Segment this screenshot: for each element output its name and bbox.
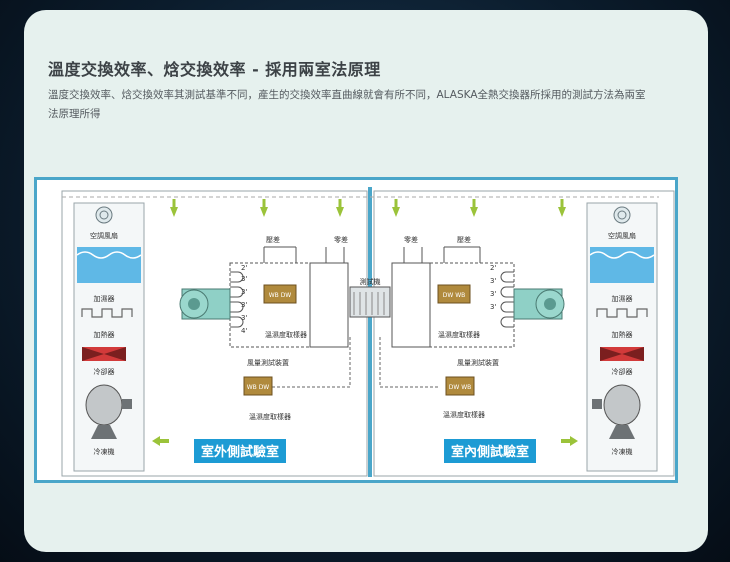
indoor-sampler-label-2: 溫濕度取樣器	[443, 410, 485, 419]
outdoor-hose	[268, 337, 351, 388]
outdoor-cooler-icon	[82, 347, 126, 361]
outdoor-humidifier-label: 加濕器	[94, 294, 115, 303]
outdoor-fan-icon	[95, 206, 113, 224]
outdoor-sampler-box	[243, 376, 273, 396]
outdoor-room-label-box	[194, 439, 286, 463]
test-unit	[349, 286, 391, 318]
svg-text:2': 2'	[490, 264, 496, 272]
indoor-fan-label: 空調風扇	[608, 231, 636, 240]
svg-text:3': 3'	[241, 314, 247, 322]
indoor-chiller-icon	[592, 384, 641, 439]
svg-text:3': 3'	[490, 303, 496, 311]
indoor-room-label-box	[444, 439, 536, 463]
outdoor-room-label: 室外側試驗室	[201, 444, 279, 460]
two-room-diagram: 空調風扇 加濕器 加熱器 冷卻器 冷凍機 空調風扇 加濕器 加熱器 冷卻器 冷凍…	[33, 176, 679, 487]
indoor-humidifier-label: 加濕器	[612, 294, 633, 303]
indoor-sampler-box	[445, 376, 475, 396]
indoor-port-labels: 2' 3' 3' 3'	[490, 264, 496, 311]
indoor-sampler-label: 溫濕度取樣器	[438, 330, 480, 339]
outdoor-heater-icon	[81, 308, 133, 318]
outdoor-wb-db: WB DW	[269, 292, 292, 299]
indoor-fan-icon	[613, 206, 631, 224]
outdoor-airflow-label: 風量測試裝置	[247, 358, 289, 367]
airflow-down-arrows	[170, 199, 566, 217]
test-unit-label: 測試機	[360, 277, 381, 286]
indoor-airflow-label: 風量測試裝置	[457, 358, 499, 367]
indoor-hose	[379, 337, 440, 388]
outdoor-sampler-label: 溫濕度取樣器	[265, 330, 307, 339]
svg-text:3': 3'	[241, 301, 247, 309]
side-arrows	[152, 436, 578, 446]
svg-text:3': 3'	[490, 277, 496, 285]
svg-text:3': 3'	[241, 288, 247, 296]
indoor-fan-unit-icon	[513, 288, 565, 320]
page-title: 溫度交換效率、焓交換效率 - 採用兩室法原理	[48, 60, 381, 79]
outdoor-chiller-label: 冷凍機	[94, 447, 115, 456]
outdoor-chiller-icon	[85, 384, 132, 439]
outdoor-fan-label: 空調風扇	[90, 231, 118, 240]
svg-text:4': 4'	[241, 327, 247, 335]
indoor-room-box	[373, 190, 675, 477]
indoor-room-label: 室內側試驗室	[451, 444, 529, 460]
svg-text:3': 3'	[241, 275, 247, 283]
outdoor-room-box	[61, 190, 368, 477]
outdoor-zero-diff-label: 零差	[334, 235, 348, 244]
indoor-zero-diff-label: 零差	[404, 235, 418, 244]
indoor-heater-label: 加熱器	[612, 330, 633, 339]
outdoor-heater-label: 加熱器	[94, 330, 115, 339]
outdoor-fan-unit-icon	[179, 288, 231, 320]
outdoor-wb-db-2: WB DW	[247, 384, 270, 391]
svg-text:3': 3'	[490, 290, 496, 298]
indoor-pressure-diff-label: 壓差	[457, 235, 471, 244]
outdoor-port-labels: 2' 3' 3' 3' 3' 4'	[241, 264, 247, 335]
svg-text:2': 2'	[241, 264, 247, 272]
indoor-heater-icon	[596, 308, 648, 318]
indoor-cooler-icon	[600, 347, 644, 361]
indoor-db-wb: DW WB	[443, 292, 466, 299]
indoor-db-wb-2: DW WB	[449, 384, 472, 391]
outdoor-cooler-label: 冷卻器	[94, 367, 115, 376]
page-description: 溫度交換效率、焓交換效率其測試基準不同，產生的交換效率直曲線就會有所不同，ALA…	[48, 89, 646, 120]
outdoor-sampler-label-2: 溫濕度取樣器	[249, 412, 291, 421]
indoor-chiller-label: 冷凍機	[612, 447, 633, 456]
outdoor-pressure-diff-label: 壓差	[266, 235, 280, 244]
indoor-cooler-label: 冷卻器	[612, 367, 633, 376]
